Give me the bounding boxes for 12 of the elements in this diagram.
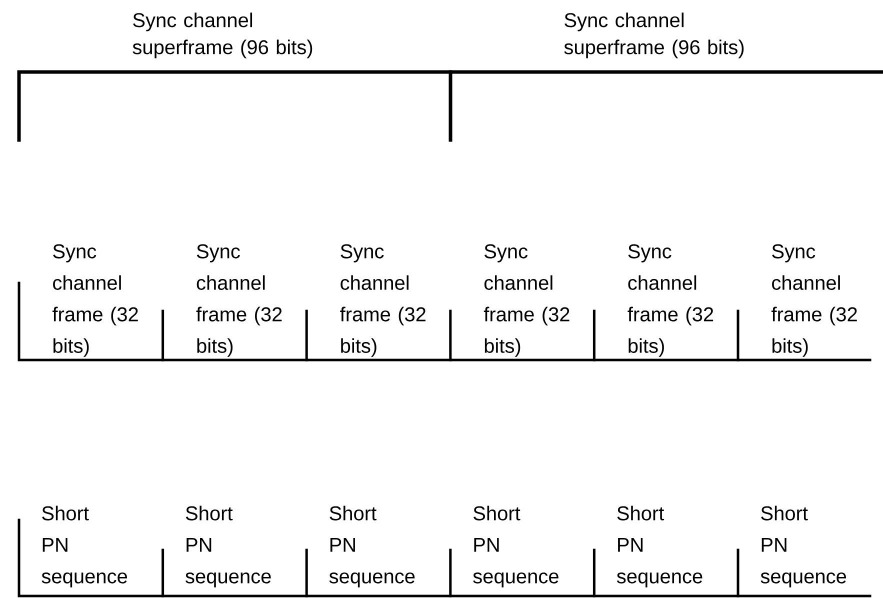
sequence-bracket: Short PN sequence <box>162 506 308 598</box>
sequence-bracket: Short PN sequence <box>736 506 872 598</box>
frame-bracket: Sync channel frame (32 bits) <box>18 244 164 362</box>
frame-bracket: Sync channel frame (32 bits) <box>592 244 740 362</box>
frame-bracket: Sync channel frame (32 bits) <box>305 244 452 362</box>
frame-bracket: Sync channel frame (32 bits) <box>449 244 596 362</box>
sequence-bracket: Short PN sequence <box>449 506 596 598</box>
sequence-bracket: Short PN sequence <box>18 506 164 598</box>
frame-bracket: Sync channel frame (32 bits) <box>162 244 308 362</box>
sequence-bracket: Short PN sequence <box>305 506 452 598</box>
sequence-bracket: Short PN sequence <box>592 506 740 598</box>
frame-bracket: Sync channel frame (32 bits) <box>736 244 872 362</box>
